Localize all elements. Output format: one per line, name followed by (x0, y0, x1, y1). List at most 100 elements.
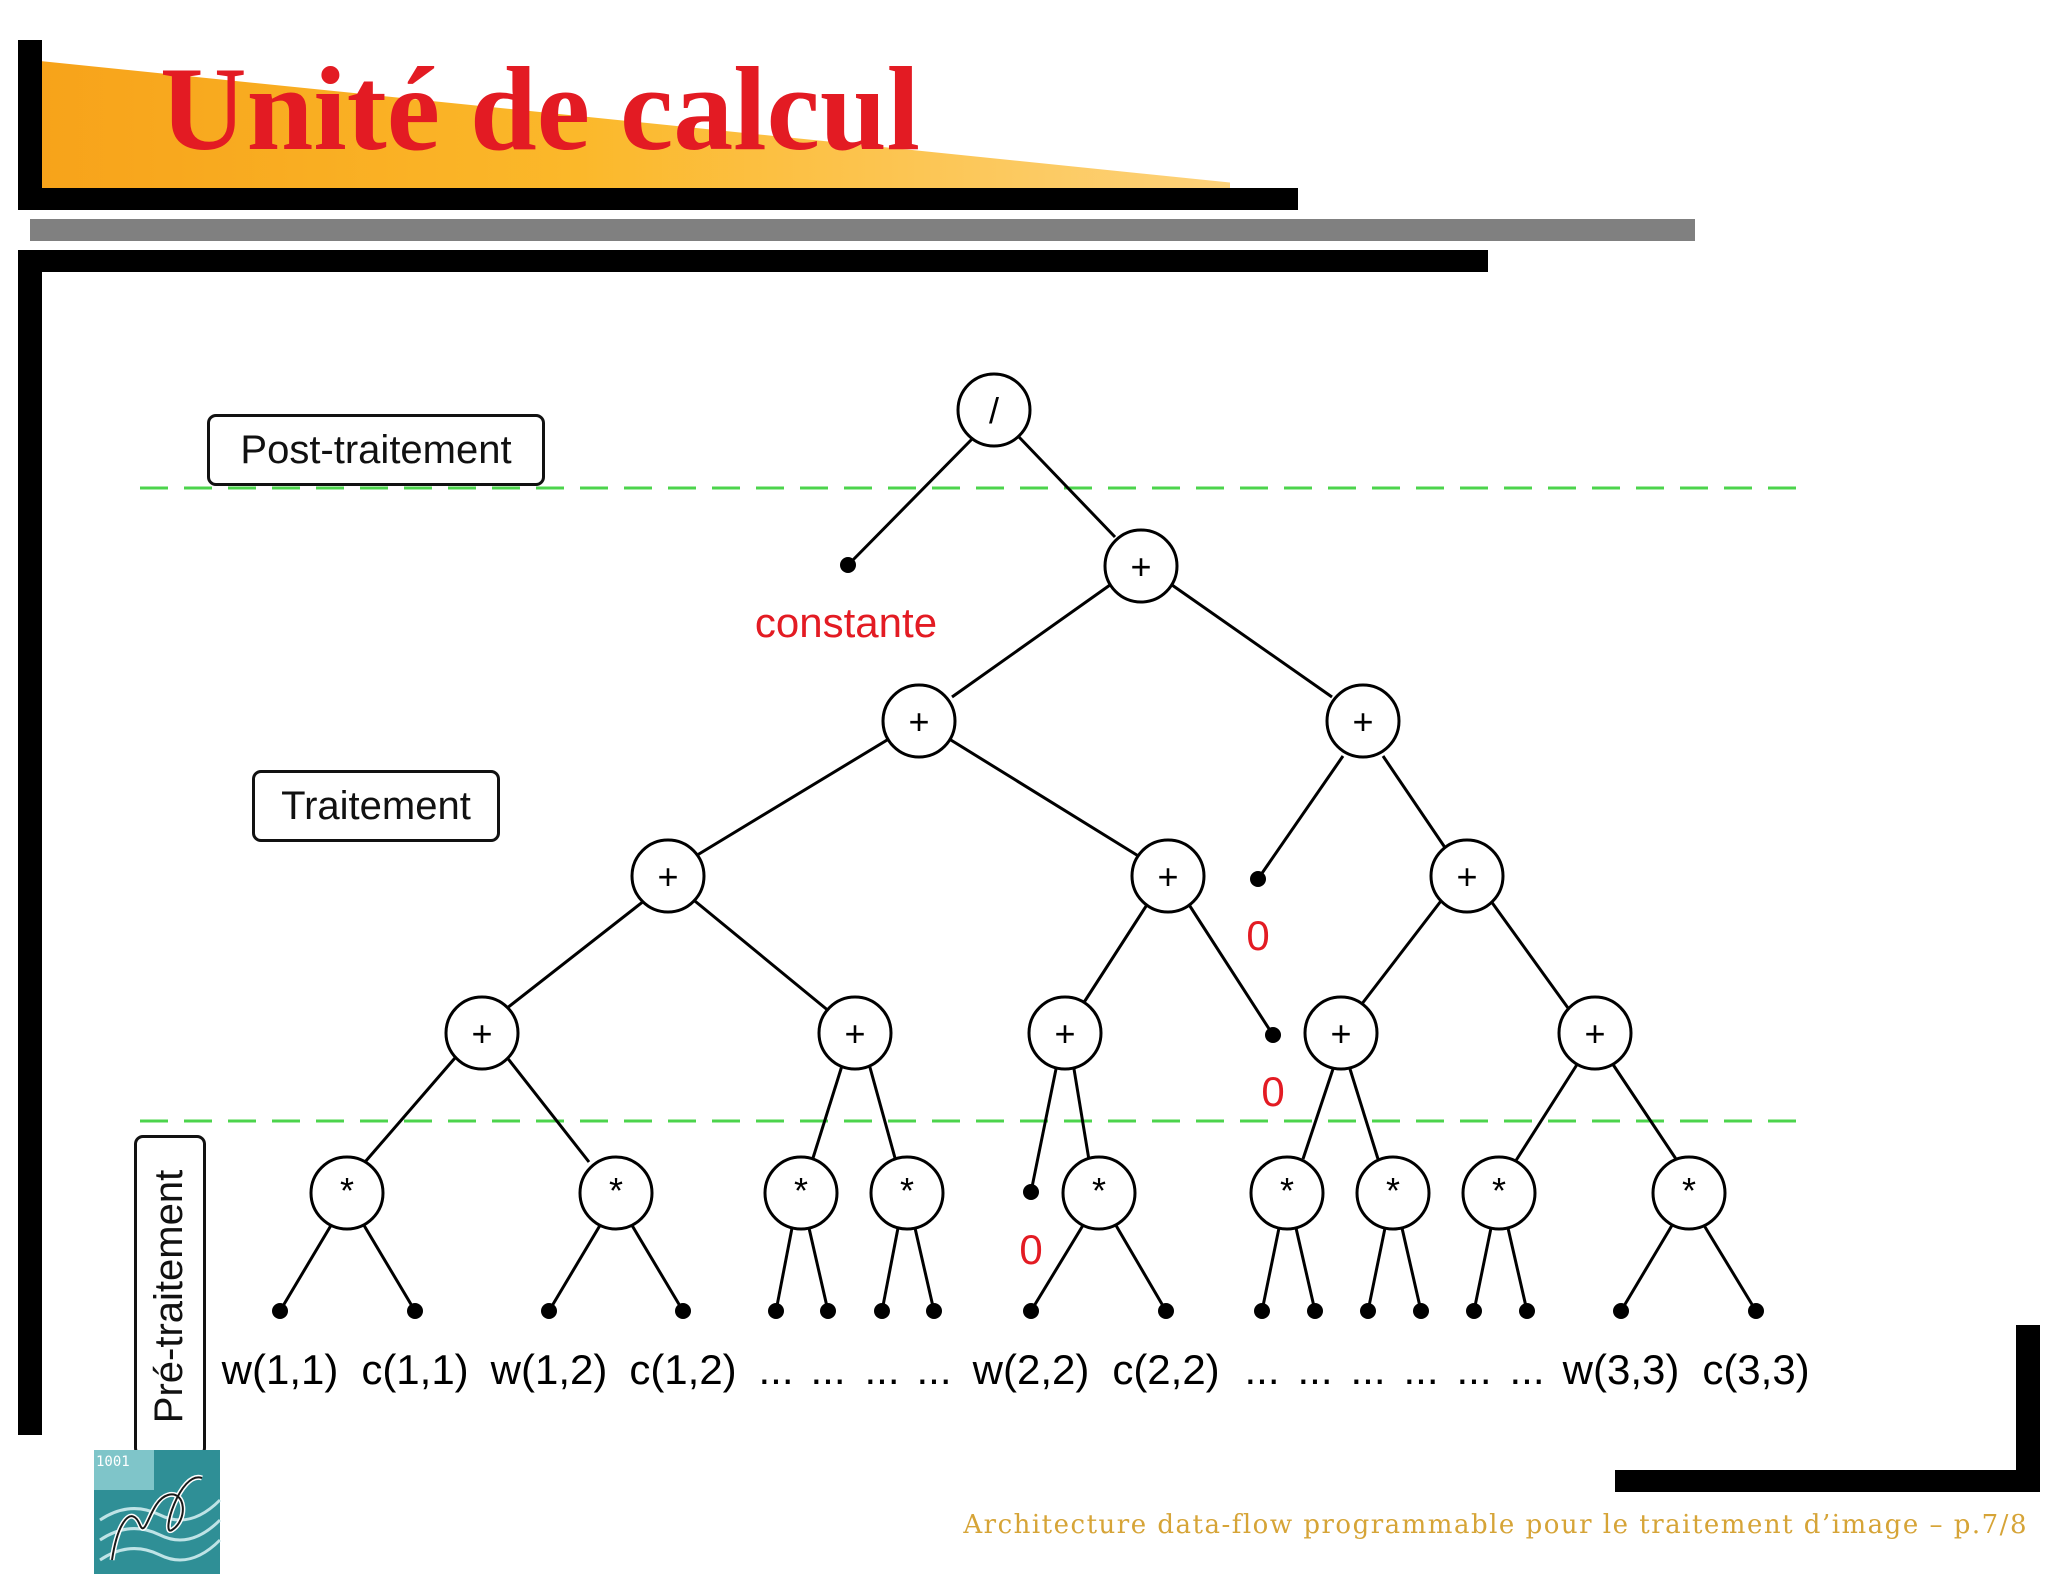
multiply-node: * (1249, 1155, 1325, 1231)
multiply-node: * (578, 1155, 654, 1231)
leaf-labels: w(1,1) c(1,1) w(1,2) c(1,2) ... ... ... … (221, 1346, 1810, 1393)
terminal-dot (272, 1303, 288, 1319)
terminal-dot (1360, 1303, 1376, 1319)
stage-label-processing: Traitement (252, 770, 500, 842)
stage-label-processing-text: Traitement (281, 783, 471, 828)
imfo-logo: 1001 (94, 1450, 222, 1574)
leaf-label: ... (916, 1346, 951, 1393)
terminal-dot (675, 1303, 691, 1319)
edge (913, 1227, 936, 1312)
terminal-dot (407, 1303, 423, 1319)
edge (1610, 1062, 1680, 1163)
divide-node-op: / (989, 390, 999, 431)
edge (864, 1052, 897, 1159)
multiply-node-op: * (340, 1170, 354, 1211)
edge (547, 1221, 604, 1312)
leaf-label: ... (1456, 1346, 1491, 1393)
plus-node: + (881, 683, 957, 759)
edge (1472, 1227, 1493, 1312)
plus-node-op: + (1130, 546, 1151, 587)
right-corner-bar (2016, 1325, 2040, 1492)
edge (1256, 755, 1345, 880)
plus-node-op: + (1456, 856, 1477, 897)
constant-label: constante (755, 599, 937, 646)
leaf-label: w(3,3) (1562, 1346, 1680, 1393)
terminal-dot (926, 1303, 942, 1319)
tree-nodes: / + + + + + + + (309, 372, 1727, 1231)
multiply-node: * (1355, 1155, 1431, 1231)
edge (278, 1221, 335, 1312)
plus-node-op: + (471, 1013, 492, 1054)
edge (811, 1052, 848, 1159)
multiply-node: * (1461, 1155, 1537, 1231)
terminal-dot (1413, 1303, 1429, 1319)
left-frame-bar-top (18, 40, 42, 210)
terminal-dot (1254, 1303, 1270, 1319)
edge (1112, 1221, 1168, 1312)
plus-node-op: + (1330, 1013, 1351, 1054)
left-frame-bar (18, 250, 42, 1435)
content-top-bar (18, 250, 1488, 272)
zero-label: 0 (1246, 912, 1269, 959)
edge (1348, 1068, 1380, 1160)
terminal-dots (272, 557, 1764, 1319)
annotations: constante 0 0 0 (755, 599, 1285, 1273)
edge (1619, 1221, 1676, 1312)
terminal-dot (820, 1303, 836, 1319)
zero-label: 0 (1261, 1068, 1284, 1115)
page-title: Unité de calcul (160, 42, 920, 175)
multiply-node-op: * (1386, 1170, 1400, 1211)
edge (1400, 1227, 1423, 1312)
edge (1381, 755, 1450, 853)
leaf-label: c(2,2) (1112, 1346, 1219, 1393)
leaf-label: w(1,1) (221, 1346, 339, 1393)
stage-label-post-text: Post-traitement (240, 427, 512, 472)
plus-node-op: + (1157, 856, 1178, 897)
edge (1513, 1062, 1580, 1163)
edge (1171, 583, 1333, 699)
edge (501, 895, 650, 1014)
edge (1184, 899, 1275, 1036)
terminal-dot (1265, 1027, 1281, 1043)
leaf-label: ... (810, 1346, 845, 1393)
terminal-dot (1023, 1184, 1039, 1200)
edge (951, 583, 1111, 699)
terminal-dot (1519, 1303, 1535, 1319)
terminal-dot (874, 1303, 890, 1319)
plus-node: + (444, 995, 520, 1071)
terminal-dot (1613, 1303, 1629, 1319)
terminal-dot (1307, 1303, 1323, 1319)
edge (363, 1050, 463, 1163)
plus-node-op: + (1352, 701, 1373, 742)
leaf-label: ... (1509, 1346, 1544, 1393)
terminal-dot (768, 1303, 784, 1319)
plus-node-op: + (1584, 1013, 1605, 1054)
multiply-node: * (1651, 1155, 1727, 1231)
edge (1366, 1227, 1387, 1312)
plus-node: + (817, 995, 893, 1071)
leaf-label: w(1,2) (490, 1346, 608, 1393)
gray-divider-bar (30, 219, 1695, 241)
terminal-dot (840, 557, 856, 573)
edge (500, 1050, 591, 1163)
edge (1506, 1227, 1529, 1312)
multiply-node-op: * (1682, 1170, 1696, 1211)
plus-node: + (1325, 683, 1401, 759)
edge (1029, 1068, 1058, 1193)
plus-node: + (1429, 838, 1505, 914)
divide-node: / (956, 372, 1032, 448)
title-underline-bar (18, 188, 1298, 210)
multiply-node-op: * (1092, 1170, 1106, 1211)
leaf-label: w(2,2) (972, 1346, 1090, 1393)
terminal-dot (1023, 1303, 1039, 1319)
multiply-node-op: * (794, 1170, 808, 1211)
edge (846, 434, 977, 567)
leaf-label: ... (1403, 1346, 1438, 1393)
plus-node-op: + (908, 701, 929, 742)
edge (360, 1221, 417, 1312)
plus-node: + (1103, 528, 1179, 604)
multiply-node-op: * (900, 1170, 914, 1211)
edge (628, 1221, 685, 1312)
edge (945, 735, 1141, 859)
